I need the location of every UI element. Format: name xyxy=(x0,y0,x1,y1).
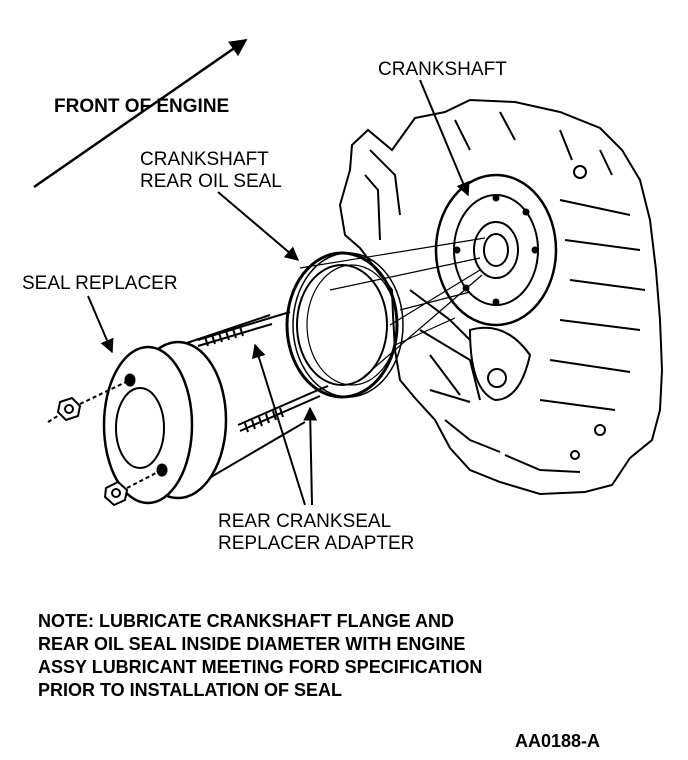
seal-leader xyxy=(217,191,300,261)
adapter-label-line1: REAR CRANKSEAL xyxy=(218,511,392,532)
nut-lower xyxy=(103,471,159,507)
rear-oil-seal-label-line1: CRANKSHAFT xyxy=(140,149,269,170)
figure-code: AA0188-A xyxy=(515,731,601,751)
seal-replacer-tool xyxy=(102,314,306,505)
note-line: REAR OIL SEAL INSIDE DIAMETER WITH ENGIN… xyxy=(38,634,466,654)
crankshaft-label: CRANKSHAFT xyxy=(378,59,507,80)
nut-upper xyxy=(47,381,127,423)
front-of-engine-label: FRONT OF ENGINE xyxy=(54,96,230,117)
note-line: ASSY LUBRICANT MEETING FORD SPECIFICATIO… xyxy=(38,657,483,677)
rear-oil-seal-label-line2: REAR OIL SEAL xyxy=(140,171,282,192)
adapter-leader-2 xyxy=(303,406,318,506)
lubrication-note: NOTE: LUBRICATE CRANKSHAFT FLANGE AND RE… xyxy=(38,610,482,702)
crankshaft-flange xyxy=(434,173,558,327)
adapter-studs xyxy=(197,311,329,433)
adapter-label-line2: REPLACER ADAPTER xyxy=(218,533,415,554)
replacer-leader xyxy=(87,295,114,354)
front-direction-arrow xyxy=(33,38,248,189)
seal-replacer-label: SEAL REPLACER xyxy=(22,273,178,294)
note-line: NOTE: LUBRICATE CRANKSHAFT FLANGE AND xyxy=(38,611,454,631)
crankshaft-leader xyxy=(419,79,470,197)
adapter-leader-1 xyxy=(252,343,306,506)
engine-block xyxy=(338,98,664,496)
alignment-lines xyxy=(299,237,486,381)
note-line: PRIOR TO INSTALLATION OF SEAL xyxy=(38,680,342,700)
rear-oil-seal xyxy=(285,251,404,399)
